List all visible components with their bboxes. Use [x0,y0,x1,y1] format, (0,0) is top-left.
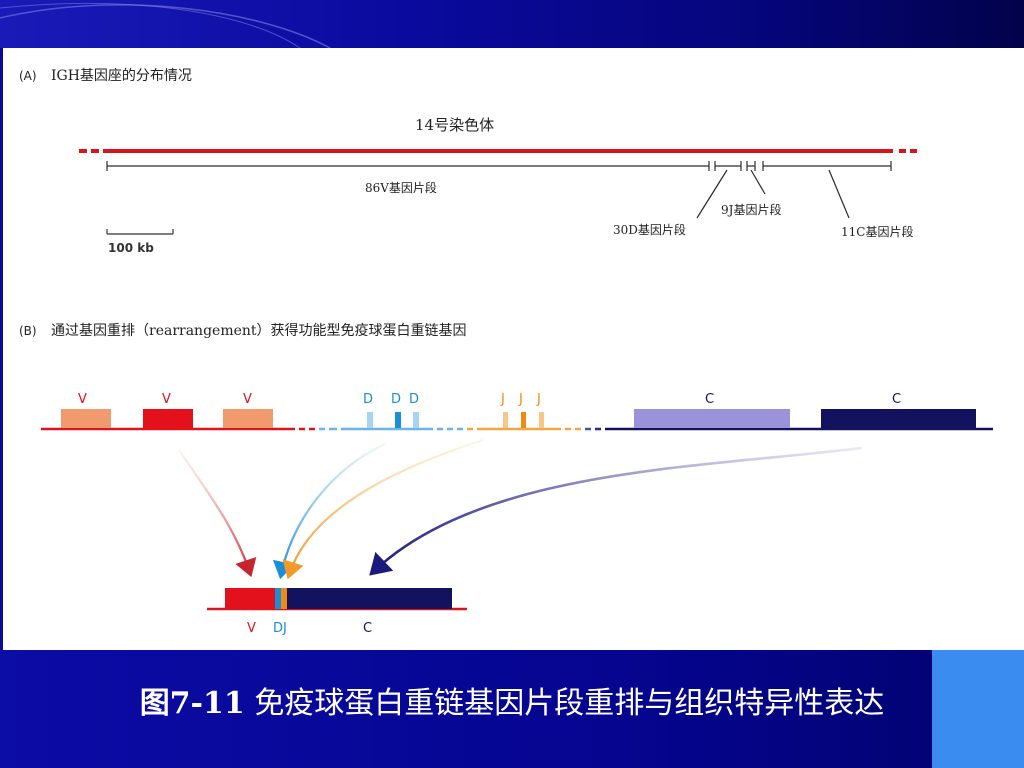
rearranged-v-segment [225,588,275,609]
v-label-3: V [243,392,252,407]
top-banner [0,0,1024,48]
rearranged-gene [207,588,467,611]
c-segment-1 [634,409,790,428]
j-segment-label: 9J基因片段 [721,202,781,217]
v-label-1: V [78,392,87,407]
panel-b-label: (B) [19,324,37,338]
d-label-3: D [409,392,419,407]
d-label-1: D [363,392,373,407]
d-segment-1 [367,412,373,428]
diagram: (A) IGH基因座的分布情况 14号染色体 [19,67,993,636]
j-segment-1 [503,412,508,428]
bottom-banner [0,650,1024,768]
v-label-2: V [162,392,171,407]
panel-b-heading: 通过基因重排（rearrangement）获得功能型免疫球蛋白重链基因 [51,322,467,339]
chromosome-label: 14号染色体 [415,116,494,134]
c-segment-2 [821,409,976,428]
panel-a-heading: IGH基因座的分布情况 [51,67,192,84]
v-segment-2 [143,409,193,428]
v-segment-label: 86V基因片段 [365,180,437,195]
d-segment-3 [413,412,419,428]
figure-title: 免疫球蛋白重链基因片段重排与组织特异性表达 [254,686,885,721]
rearranged-d-segment [275,588,281,609]
d-label-2: D [391,392,401,407]
figure-panel: (A) IGH基因座的分布情况 14号染色体 [3,48,1024,650]
d-segment-label: 30D基因片段 [613,222,686,237]
segment-extents [106,161,892,219]
left-strip [0,48,3,650]
scale-label: 100 kb [108,241,154,255]
j-label-1: J [500,392,505,407]
j-segment-3 [539,412,544,428]
rearranged-v-label: V [247,621,256,636]
v-segment-1 [61,409,111,428]
d-rearrangement-arrow [272,443,386,580]
d-segment-2 [395,412,401,428]
rearranged-c-segment [287,588,452,609]
rearranged-j-segment [281,588,287,609]
figure-caption: 图7-11 免疫球蛋白重链基因片段重排与组织特异性表达 [0,678,1024,722]
v-rearrangement-arrow [178,449,257,578]
corner-accent [932,650,1024,768]
c-label-2: C [892,392,901,407]
j-label-3: J [536,392,541,407]
rearranged-dj-label: DJ [273,621,287,636]
j-rearrangement-arrow [282,438,484,580]
c-rearrangement-arrow [369,446,862,576]
banner-swoosh [0,2,331,48]
j-segment-2 [521,412,526,428]
figure-number: 图7-11 [139,686,245,721]
scale-bar [106,229,174,235]
v-segment-3 [223,409,273,428]
j-label-2: J [518,392,523,407]
rearranged-c-label: C [363,621,372,636]
c-label-1: C [705,392,714,407]
panel-a-label: (A) [19,69,37,83]
c-segment-label: 11C基因片段 [841,224,913,239]
